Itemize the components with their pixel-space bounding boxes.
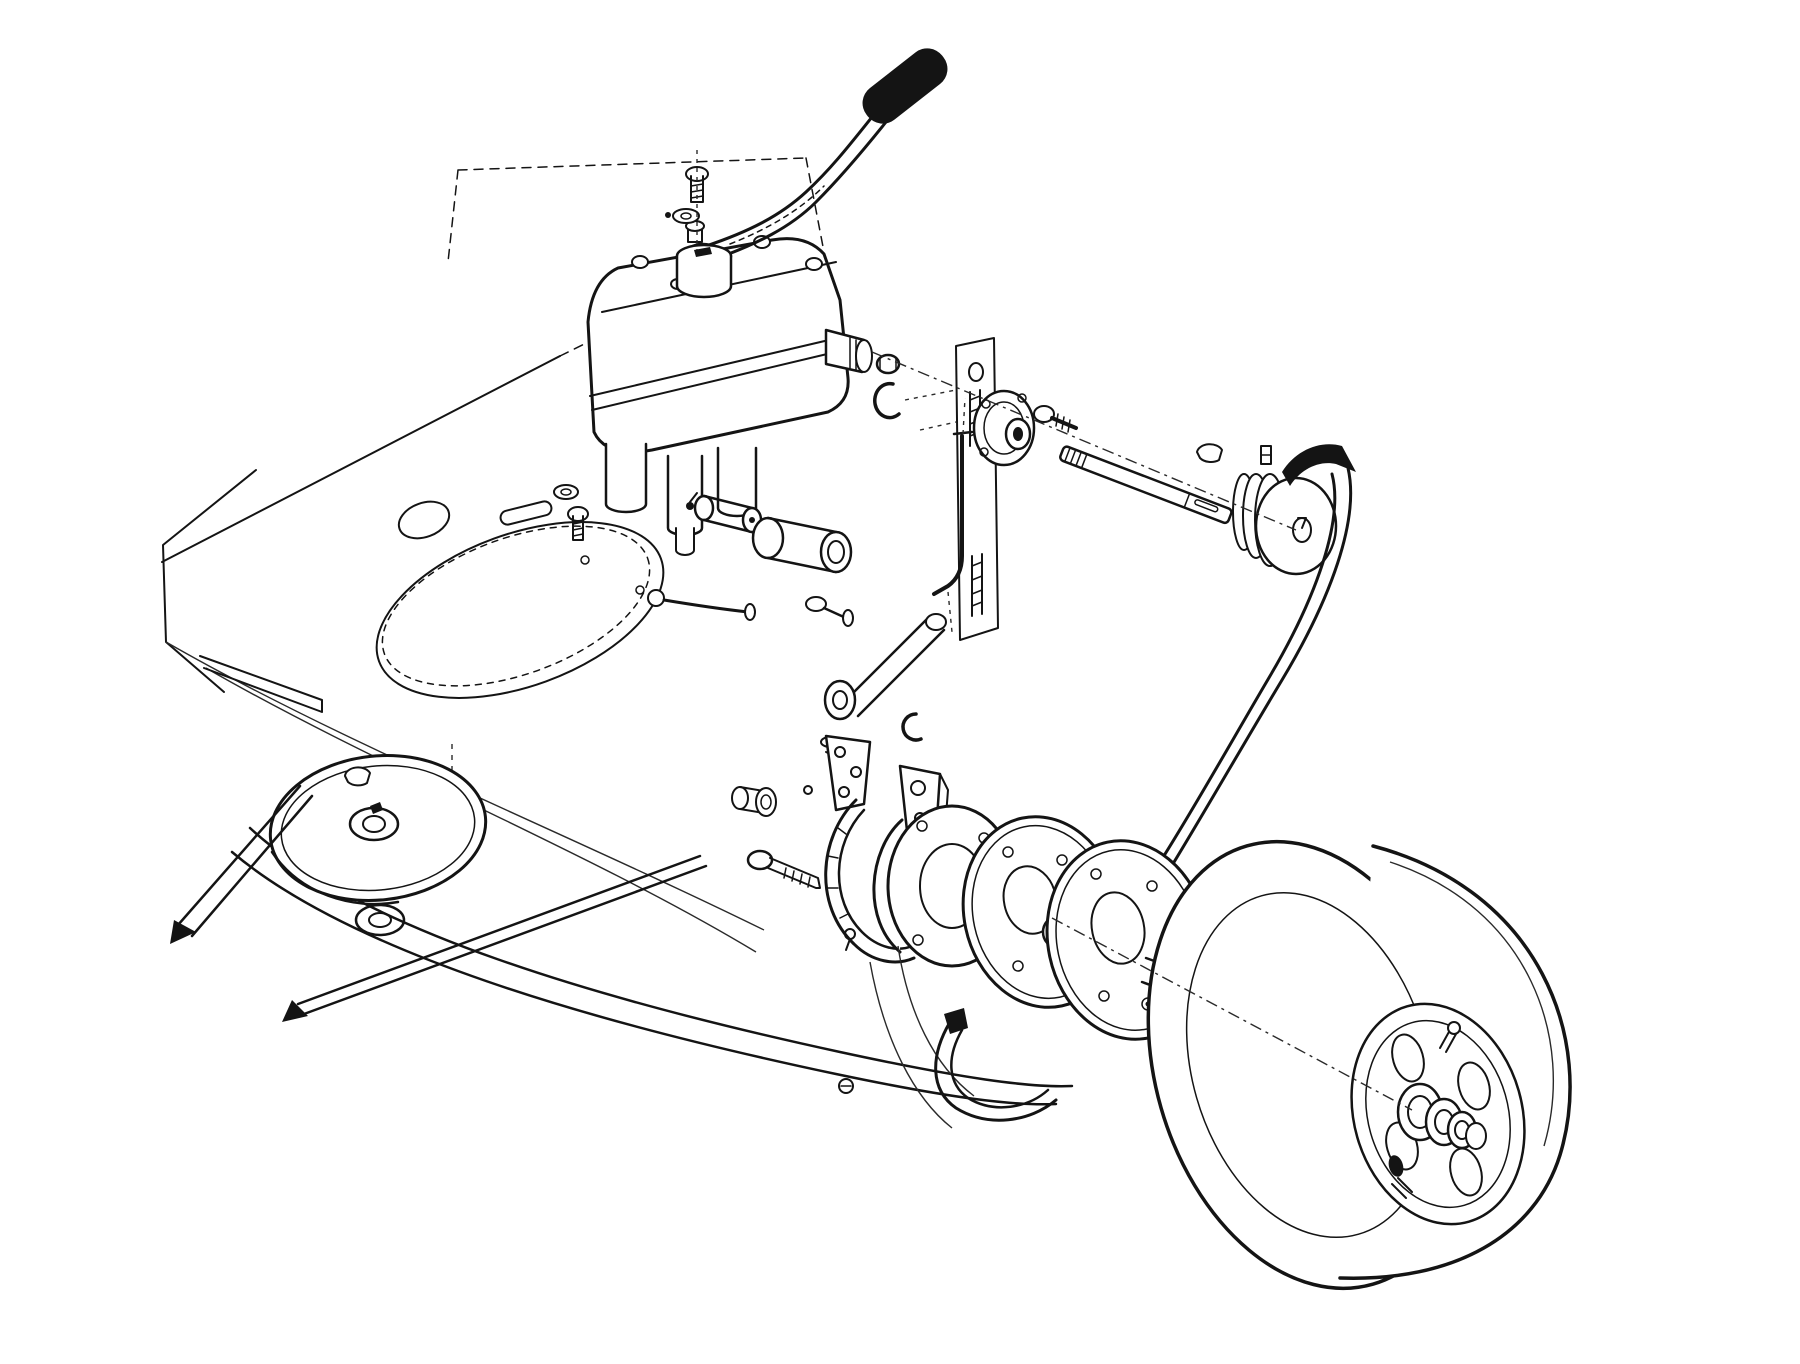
- lever-grip: [862, 48, 948, 124]
- washer-11-left: [354, 903, 406, 937]
- gearbox-output-stub: [824, 328, 873, 374]
- pulley-17: [1232, 473, 1338, 576]
- set-screw-16: [1260, 445, 1272, 465]
- pin-45: [686, 492, 698, 510]
- v-belt-39: [170, 784, 314, 944]
- axle-shaft-14: [1059, 445, 1233, 525]
- pin-36: [803, 785, 813, 795]
- hex-bolt-34: [746, 849, 821, 889]
- bracket-41: [824, 734, 872, 812]
- flange-bearing-12: [972, 389, 1036, 467]
- traction-belt-38: [230, 826, 1074, 1106]
- sleeve-43: [751, 516, 853, 574]
- woodruff-key-15: [1196, 443, 1223, 463]
- retaining-clip-21: [901, 712, 923, 742]
- belt-guide-29: [934, 1008, 1058, 1122]
- flanged-bushing-37: [731, 786, 777, 817]
- bolt-13: [1033, 405, 1078, 433]
- screw-2-lower: [838, 1078, 854, 1094]
- spacer-4: [675, 243, 733, 299]
- rod-with-ball-end: [647, 589, 756, 621]
- brake-band-35: [824, 798, 916, 964]
- screw-1: [567, 506, 589, 541]
- flat-pulley-40: [268, 754, 488, 906]
- nut-10: [875, 353, 901, 375]
- bolt-7: [685, 166, 709, 203]
- shift-lever: [684, 48, 948, 266]
- washer-2: [553, 484, 579, 500]
- transmission-gearbox: [586, 220, 873, 556]
- valve-stem-24: [1439, 1021, 1461, 1053]
- gearbox-bottom-posts: [604, 442, 758, 556]
- frame-side-plate: [904, 337, 999, 641]
- gearbox-breather: [685, 220, 705, 243]
- bearing-stack-25-26: [1396, 1082, 1487, 1150]
- lever-mount-hardware: [665, 150, 733, 299]
- centerlines: [871, 351, 1413, 1111]
- hub-key-27: [1388, 1155, 1404, 1177]
- woodruff-key-15-left: [344, 766, 371, 787]
- washer-5: [672, 208, 700, 224]
- hub-slot-28: [1391, 1177, 1413, 1199]
- pivot-bolt-42: [805, 596, 854, 627]
- clamp-11: [873, 381, 901, 420]
- idler-arm-20: [820, 613, 947, 761]
- shift-rod-19: [932, 397, 974, 633]
